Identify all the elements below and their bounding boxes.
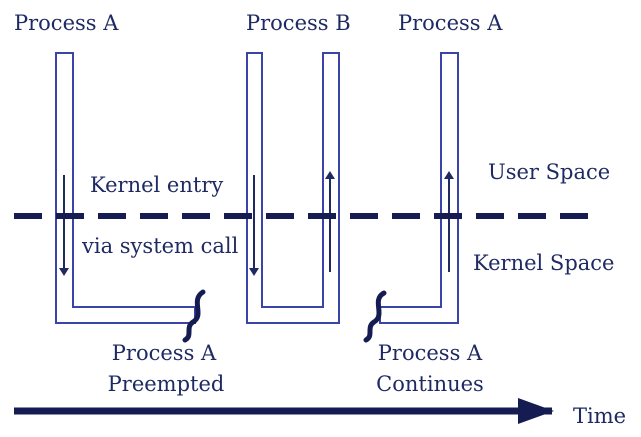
kernel-entry-label: Kernel entry [90, 173, 224, 197]
continue-break-squiggle [363, 290, 387, 343]
process-a-continues-line2: Continues [376, 372, 484, 396]
process-a-stack-outline [55, 52, 196, 324]
process-a-left-label: Process A [14, 11, 119, 35]
process-b-stack-outline [246, 52, 340, 324]
kernel-space-label: Kernel Space [473, 251, 615, 275]
process-a-continues-line1: Process A [377, 341, 483, 365]
process-a-right-label: Process A [398, 11, 503, 35]
process-a-preempted-line1: Process A [111, 341, 217, 365]
process-a-preempted-line2: Preempted [107, 372, 225, 396]
user-space-label: User Space [488, 160, 611, 184]
process-b-label: Process B [246, 11, 351, 35]
process-a-continue-outline [379, 52, 459, 324]
via-system-call-label: via system call [82, 234, 239, 258]
preempt-break-squiggle [182, 289, 206, 343]
time-axis-label: Time [573, 404, 627, 428]
